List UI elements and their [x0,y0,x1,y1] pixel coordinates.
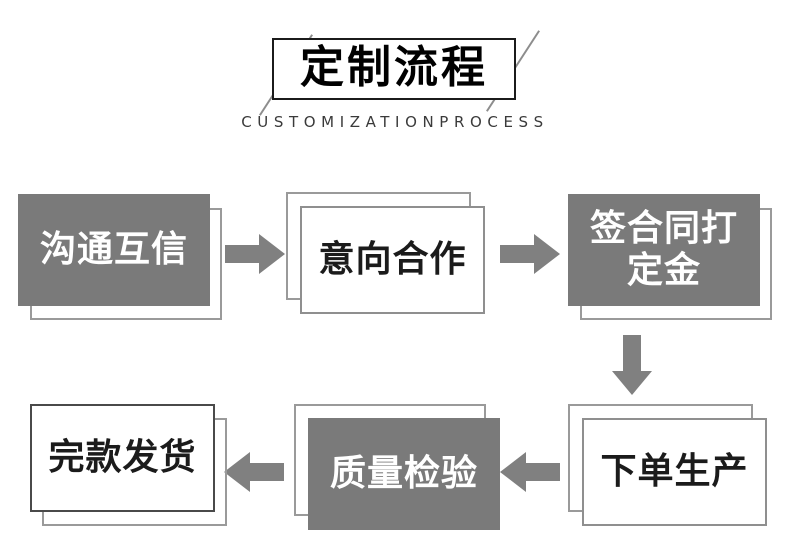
step-4-panel [582,418,767,526]
flow-step-5[interactable]: 质量检验 [294,404,510,532]
step-2-panel [300,206,485,314]
step-5-panel [308,418,500,530]
flow-arrow-4 [500,450,562,494]
flow-arrow-1 [225,232,287,276]
flow-step-3[interactable]: 签合同打 定金 [568,194,784,322]
step-4-label: 下单生产 [600,450,749,492]
step-1-panel [18,194,210,306]
step-3-label-line-1: 签合同打 [589,207,738,249]
flow-step-6[interactable]: 完款发货 [30,404,250,539]
flow-step-2[interactable]: 意向合作 [286,192,506,327]
page-subtitle: CUSTOMIZATIONPROCESS [241,113,549,131]
step-6-label: 完款发货 [48,436,197,478]
flow-step-1[interactable]: 沟通互信 [18,194,233,322]
flow-arrow-2 [500,232,562,276]
flow-arrow-5 [224,450,286,494]
flow-arrow-3 [610,335,654,397]
step-1-label: 沟通互信 [39,228,188,270]
title-frame [272,38,516,100]
step-6-panel [30,404,215,512]
step-5-label: 质量检验 [329,452,478,494]
page-title: 定制流程 [300,42,488,93]
step-3-panel [568,194,760,306]
page-header: 定制流程 CUSTOMIZATIONPROCESS [0,0,790,155]
step-3-label-line-2: 定金 [626,250,701,291]
step-3-label: 签合同打 定金 [568,194,760,306]
step-2-label: 意向合作 [318,238,467,280]
flow-step-4[interactable]: 下单生产 [568,404,788,539]
